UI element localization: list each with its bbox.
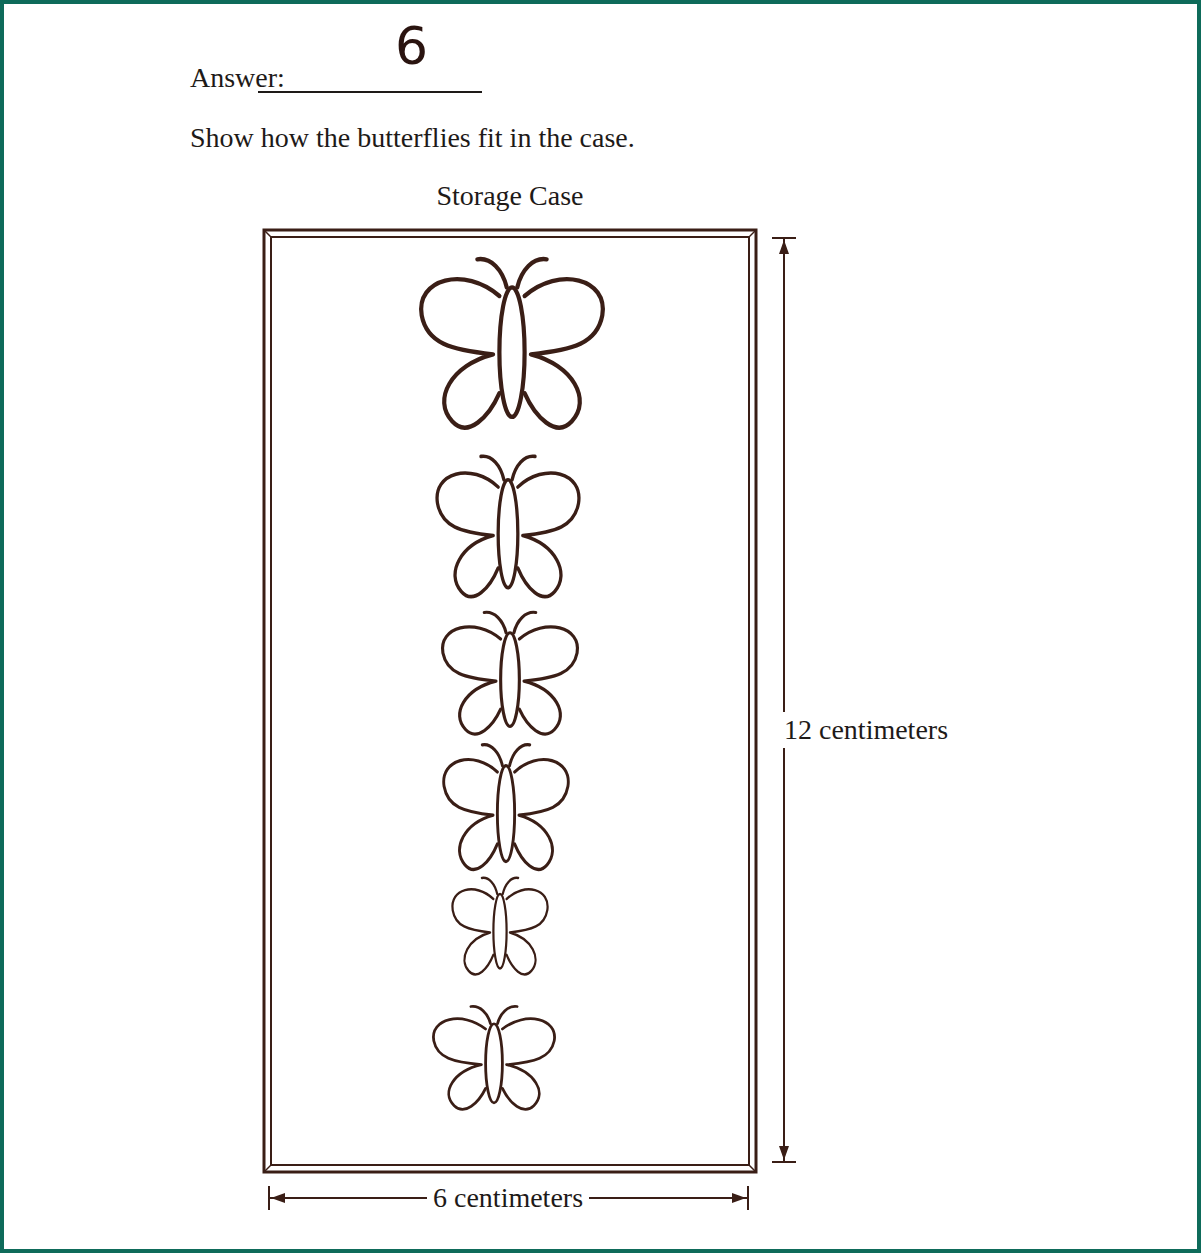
case-frame bbox=[264, 230, 756, 1172]
dimension-label: 12 centimeters bbox=[778, 712, 954, 748]
handwritten-answer: 6 bbox=[395, 16, 428, 76]
case-heading: Storage Case bbox=[264, 180, 756, 212]
dimension-line bbox=[772, 238, 796, 1162]
dimension-label: 6 centimeters bbox=[427, 1180, 589, 1216]
storage-case: Storage Case bbox=[264, 230, 756, 1172]
answer-prompt: Answer: bbox=[190, 62, 285, 94]
butterfly bbox=[421, 259, 603, 1109]
answer-line bbox=[258, 91, 482, 93]
instruction-text: Show how the butterflies fit in the case… bbox=[190, 122, 635, 154]
case-frame bbox=[271, 237, 749, 1165]
